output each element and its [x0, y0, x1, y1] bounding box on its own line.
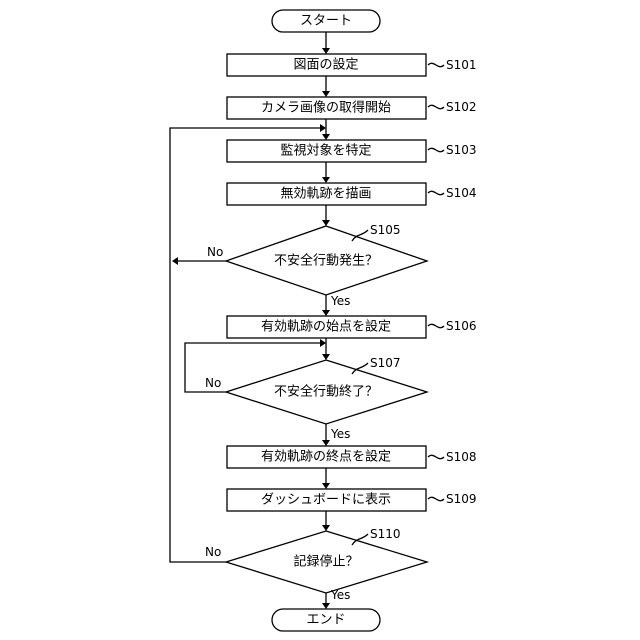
start-label: スタート	[300, 14, 352, 29]
step-id-s107: S107	[370, 356, 401, 370]
arrowhead	[322, 483, 330, 489]
process-text-s104: 無効軌跡を描画	[280, 186, 371, 202]
step-callout-s103	[428, 148, 444, 151]
step-callout-s106	[428, 324, 444, 327]
arrowhead	[322, 310, 330, 316]
process-text-s103: 監視対象を特定	[280, 143, 371, 159]
step-id-s103: S103	[446, 143, 477, 157]
step-id-s105: S105	[370, 223, 401, 237]
arrowhead	[322, 354, 330, 360]
step-id-s102: S102	[446, 100, 477, 114]
step-callout-s101	[428, 63, 444, 66]
step-id-s101: S101	[446, 58, 477, 72]
arrowhead	[322, 177, 330, 183]
step-callout-s102	[428, 105, 444, 108]
process-text-s109: ダッシュボードに表示	[261, 493, 391, 508]
step-callout-s108	[428, 455, 444, 458]
yes-label-s107: Yes	[330, 427, 350, 441]
arrowhead	[320, 339, 326, 347]
step-id-s110: S110	[370, 527, 401, 541]
step-id-s104: S104	[446, 186, 477, 200]
process-text-s101: 図面の設定	[293, 57, 358, 73]
step-id-s106: S106	[446, 319, 477, 333]
process-text-s102: カメラ画像の取得開始	[261, 100, 391, 116]
no-label-s110: No	[205, 545, 221, 559]
arrowhead	[320, 124, 326, 132]
decision-text-s105: 不安全行動発生？	[274, 253, 378, 269]
process-text-s106: 有効軌跡の始点を設定	[261, 319, 391, 335]
arrowhead	[322, 220, 330, 226]
arrowhead	[322, 48, 330, 54]
arrowhead	[172, 257, 178, 265]
process-text-s108: 有効軌跡の終点を設定	[261, 449, 391, 465]
yes-label-s105: Yes	[330, 294, 350, 308]
step-callout-s104	[428, 191, 444, 194]
step-id-s108: S108	[446, 450, 477, 464]
arrowhead	[322, 525, 330, 531]
step-callout-s109	[428, 497, 444, 500]
arrowhead	[322, 91, 330, 97]
arrowhead	[322, 134, 330, 140]
end-label: エンド	[306, 613, 345, 628]
no-label-s105: No	[207, 245, 223, 259]
arrowhead	[322, 440, 330, 446]
arrowhead	[322, 603, 330, 609]
no-label-s107: No	[205, 376, 221, 390]
step-id-s109: S109	[446, 492, 477, 506]
decision-text-s107: 不安全行動終了？	[274, 384, 378, 400]
decision-text-s110: 記録停止？	[293, 554, 358, 570]
yes-label-s110: Yes	[330, 588, 350, 602]
